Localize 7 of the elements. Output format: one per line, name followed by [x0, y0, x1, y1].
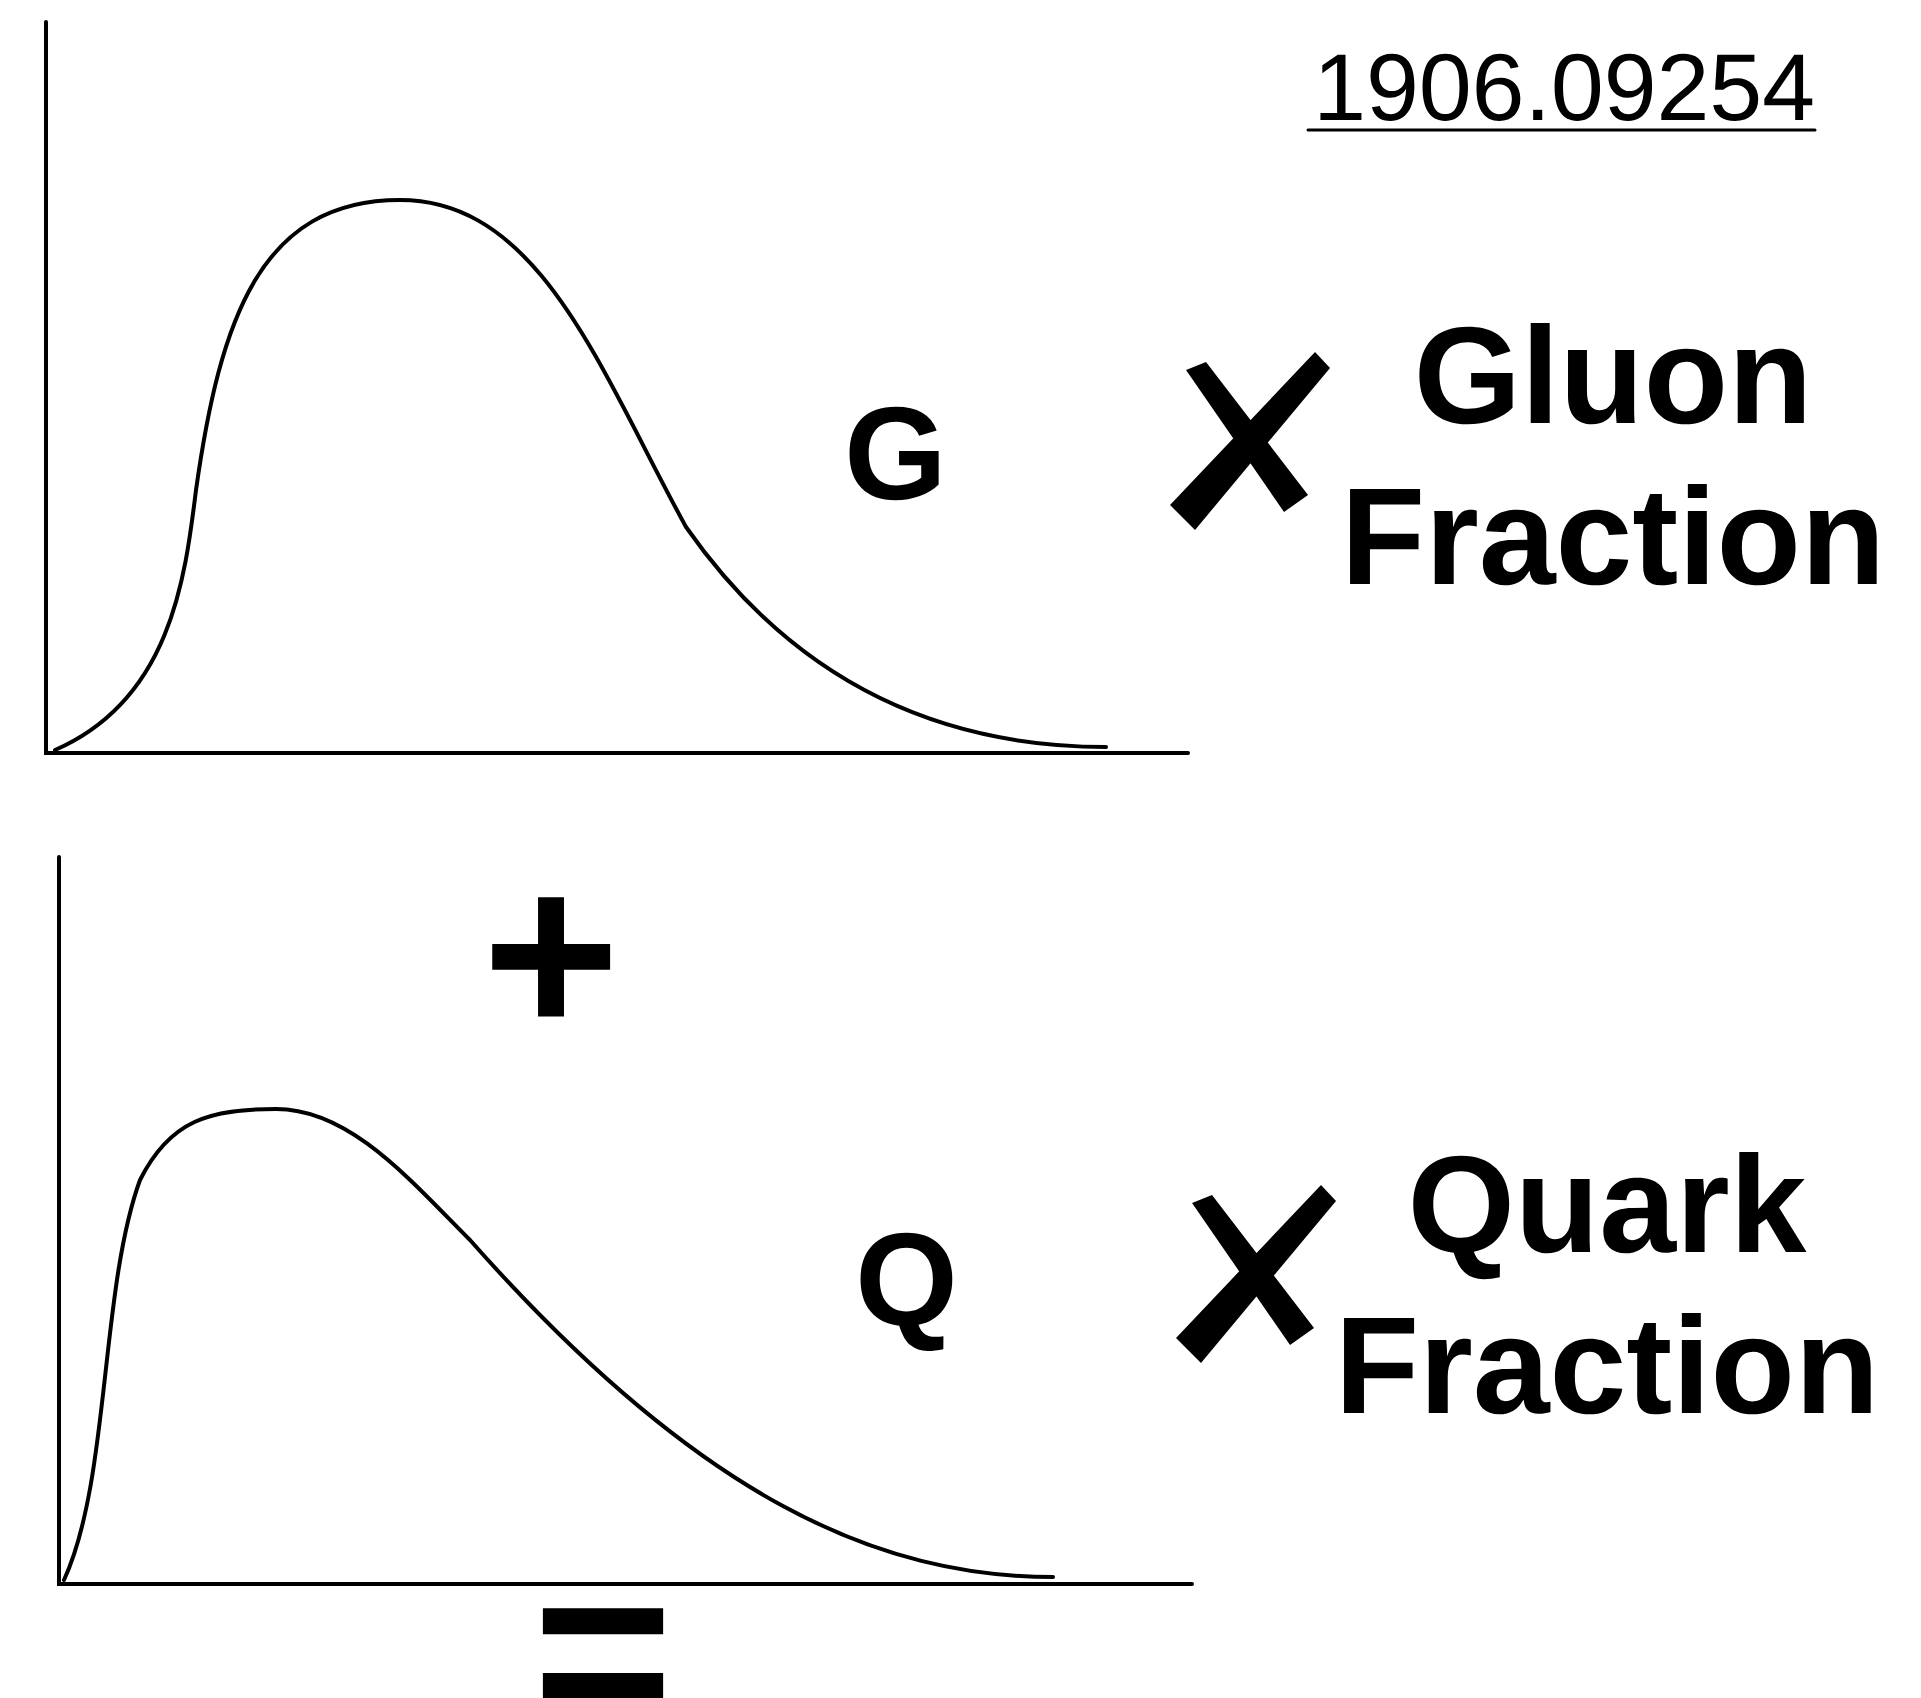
- curve-label: G: [849, 406, 939, 501]
- plus-sign: +: [492, 897, 611, 1017]
- equals-sign: =: [542, 1608, 664, 1698]
- reference-number: 1906.09254: [1320, 53, 1813, 121]
- factor-label: Quark Fraction: [1344, 1152, 1871, 1415]
- factor-label: Gluon Fraction: [1350, 323, 1877, 586]
- curve-label: Q: [860, 1232, 953, 1351]
